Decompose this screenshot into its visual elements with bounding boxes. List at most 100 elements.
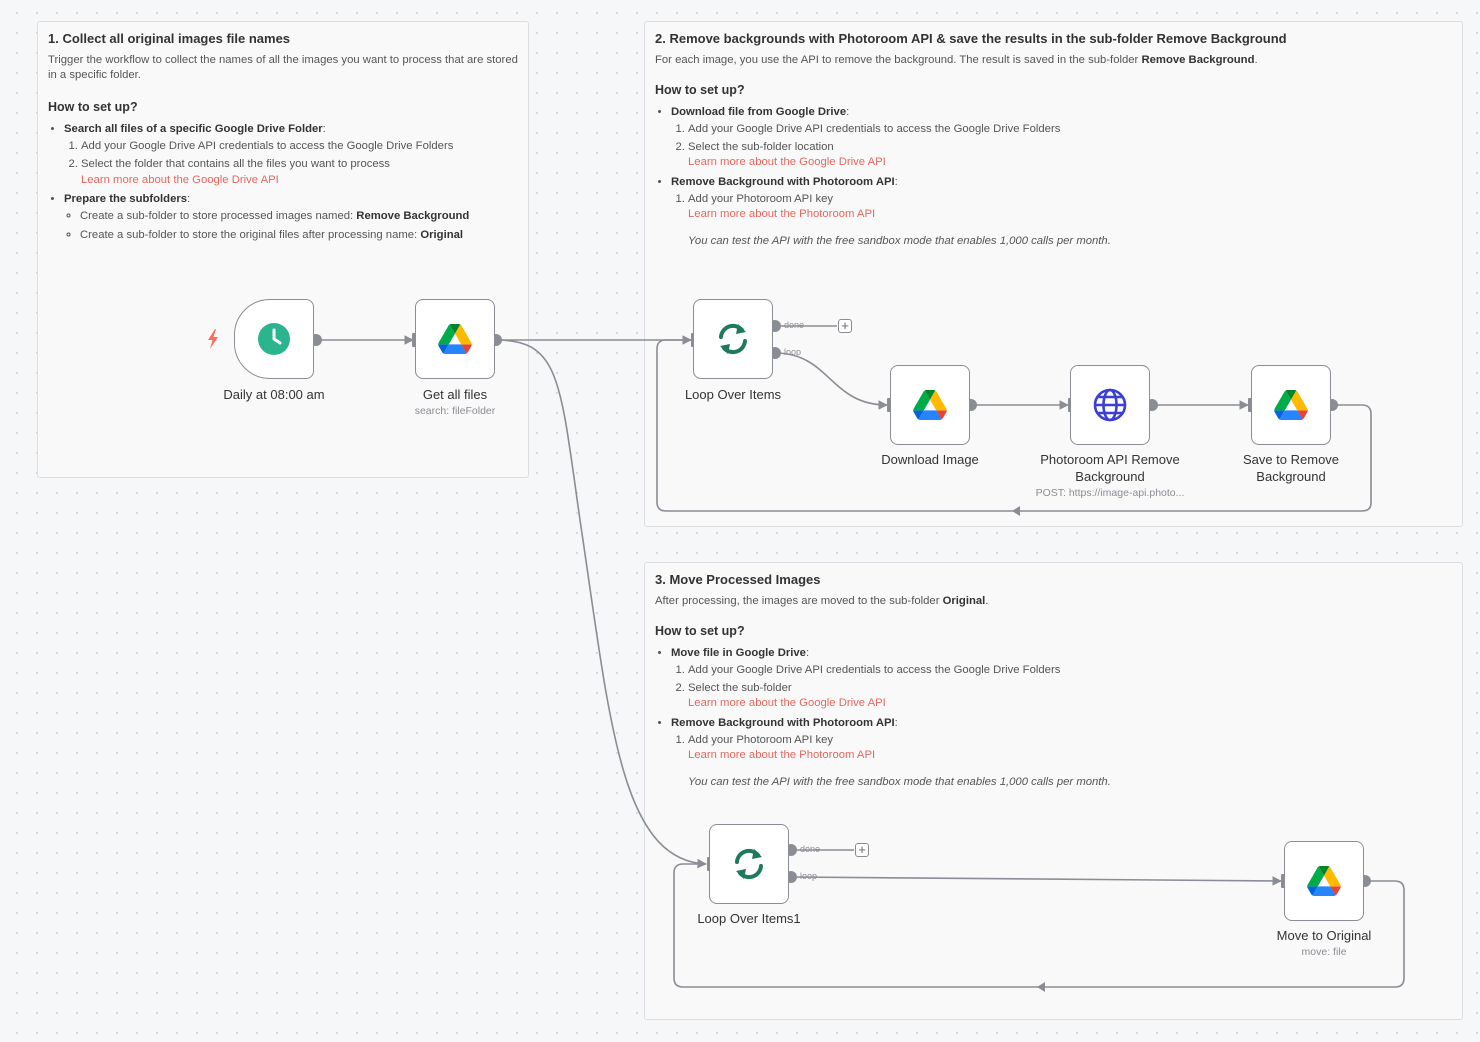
port-label-done: done (800, 844, 821, 854)
photoroom-api-link[interactable]: Learn more about the Photoroom API (688, 749, 876, 762)
step-item: Add your Photoroom API key Learn more ab… (688, 192, 1452, 250)
node-subtitle: POST: https://image-api.photo... (1035, 487, 1185, 499)
step-item: Add your Photoroom API key Learn more ab… (688, 733, 1452, 791)
sub-item: Create a sub-folder to store the origina… (80, 228, 518, 243)
desc-text: After processing, the images are moved t… (655, 594, 943, 607)
node-label: Move to Original (1276, 928, 1372, 943)
node-label: Daily at 08:00 am (223, 387, 325, 402)
sticky3-description: After processing, the images are moved t… (655, 594, 1452, 609)
sub-item-text: Create a sub-folder to store processed i… (80, 210, 357, 223)
sticky3-setup-title: How to set up? (655, 623, 745, 638)
list-item: Search all files of a specific Google Dr… (64, 122, 518, 188)
step-item: Select the sub-folder location Learn mor… (688, 140, 1452, 171)
trigger-bolt-icon (208, 329, 218, 349)
bullet-title: Prepare the subfolders (64, 192, 188, 205)
desc-text: For each image, you use the API to remov… (655, 53, 1142, 66)
sub-item-bold: Original (420, 229, 464, 242)
port-label-loop: loop (784, 347, 802, 357)
bullet-title: Move file in Google Drive (671, 646, 806, 659)
bullet-colon: : (894, 175, 898, 188)
sub-item: Create a sub-folder to store processed i… (80, 209, 518, 224)
list-item: Prepare the subfolders: Create a sub-fol… (64, 192, 518, 244)
google-drive-api-link[interactable]: Learn more about the Google Drive API (688, 156, 886, 169)
step-text: Add your Photoroom API key (688, 733, 834, 746)
loop-icon (719, 323, 747, 355)
desc-end: . (985, 594, 989, 607)
list-item: Move file in Google Drive: Add your Goog… (671, 646, 1452, 712)
node-label: Photoroom API Remove Background (1040, 452, 1180, 484)
sticky2-description: For each image, you use the API to remov… (655, 53, 1452, 68)
sub-item-text: Create a sub-folder to store the origina… (80, 229, 421, 242)
node-get-all-files[interactable] (415, 299, 495, 379)
sticky1-description: Trigger the workflow to collect the name… (48, 53, 518, 81)
sticky1-setup-list: Search all files of a specific Google Dr… (48, 122, 518, 244)
clock-icon (258, 323, 290, 355)
google-drive-api-link[interactable]: Learn more about the Google Drive API (688, 697, 886, 710)
node-daily-schedule[interactable] (234, 299, 314, 379)
port-label-done: done (784, 320, 805, 330)
node-label: Loop Over Items1 (697, 911, 801, 926)
step-item: Select the sub-folder Learn more about t… (688, 681, 1452, 712)
node-loop-over-items[interactable] (693, 299, 773, 379)
sticky2-setup-title: How to set up? (655, 82, 745, 97)
step-text: Add your Photoroom API key (688, 192, 834, 205)
node-label: Save to Remove Background (1242, 452, 1340, 484)
sticky2-setup-list: Download file from Google Drive: Add you… (655, 105, 1452, 250)
node-subtitle: search: fileFolder (414, 405, 496, 417)
step-item: Select the folder that contains all the … (81, 157, 518, 188)
globe-icon (1093, 388, 1127, 422)
desc-bold: Remove Background (1141, 53, 1255, 66)
sandbox-note: You can test the API with the free sandb… (688, 776, 1111, 789)
step-text: Select the folder that contains all the … (81, 158, 390, 171)
list-item: Remove Background with Photoroom API: Ad… (671, 716, 1452, 791)
add-node-button[interactable]: + (838, 319, 852, 333)
wire-loop2-to-move[interactable] (790, 876, 1282, 886)
bullet-colon: : (846, 105, 850, 118)
step-item: Add your Google Drive API credentials to… (81, 139, 518, 154)
sticky1-setup-title: How to set up? (48, 100, 138, 115)
google-drive-icon (1274, 390, 1308, 420)
list-item: Download file from Google Drive: Add you… (671, 105, 1452, 171)
node-label: Download Image (881, 452, 979, 467)
google-drive-api-link[interactable]: Learn more about the Google Drive API (81, 173, 279, 186)
wire-loop1-to-download[interactable] (774, 352, 888, 410)
google-drive-icon (913, 390, 947, 420)
bullet-colon: : (187, 192, 191, 205)
node-save-remove-background[interactable] (1251, 365, 1331, 445)
step-text: Select the sub-folder (688, 682, 792, 695)
loop-icon (735, 848, 763, 880)
sticky3-setup-list: Move file in Google Drive: Add your Goog… (655, 646, 1452, 791)
google-drive-icon (1307, 866, 1341, 896)
node-move-to-original[interactable] (1284, 841, 1364, 921)
photoroom-api-link[interactable]: Learn more about the Photoroom API (688, 208, 876, 221)
node-loop-over-items1[interactable] (709, 824, 789, 904)
bullet-title: Remove Background with Photoroom API (671, 716, 895, 729)
bullet-title: Search all files of a specific Google Dr… (64, 122, 323, 135)
node-subtitle: move: file (1301, 946, 1347, 958)
add-node-button[interactable]: + (855, 843, 869, 857)
google-drive-icon (438, 324, 472, 354)
step-text: Select the sub-folder location (688, 141, 834, 154)
bullet-title: Remove Background with Photoroom API (671, 175, 895, 188)
bullet-colon: : (322, 122, 326, 135)
sandbox-note: You can test the API with the free sandb… (688, 235, 1111, 248)
sticky2-title: 2. Remove backgrounds with Photoroom API… (655, 31, 1287, 46)
bullet-colon: : (894, 716, 898, 729)
node-photoroom-api[interactable] (1070, 365, 1150, 445)
step-item: Add your Google Drive API credentials to… (688, 122, 1452, 137)
step-item: Add your Google Drive API credentials to… (688, 663, 1452, 678)
node-label: Loop Over Items (684, 387, 782, 402)
return-arrow-1 (1012, 506, 1020, 516)
sub-item-bold: Remove Background (356, 210, 470, 223)
sticky1-title: 1. Collect all original images file name… (48, 31, 291, 46)
desc-end: . (1254, 53, 1258, 66)
node-download-image[interactable] (890, 365, 970, 445)
sticky-note-collect[interactable]: 1. Collect all original images file name… (37, 21, 529, 478)
list-item: Remove Background with Photoroom API: Ad… (671, 175, 1452, 250)
sticky3-title: 3. Move Processed Images (655, 572, 821, 587)
desc-bold: Original (942, 594, 986, 607)
wire-getfiles-to-loop2[interactable] (495, 339, 707, 869)
sticky-note-move-processed[interactable]: 3. Move Processed Images After processin… (644, 562, 1463, 1020)
node-label: Get all files (422, 387, 488, 402)
bullet-colon: : (805, 646, 810, 659)
